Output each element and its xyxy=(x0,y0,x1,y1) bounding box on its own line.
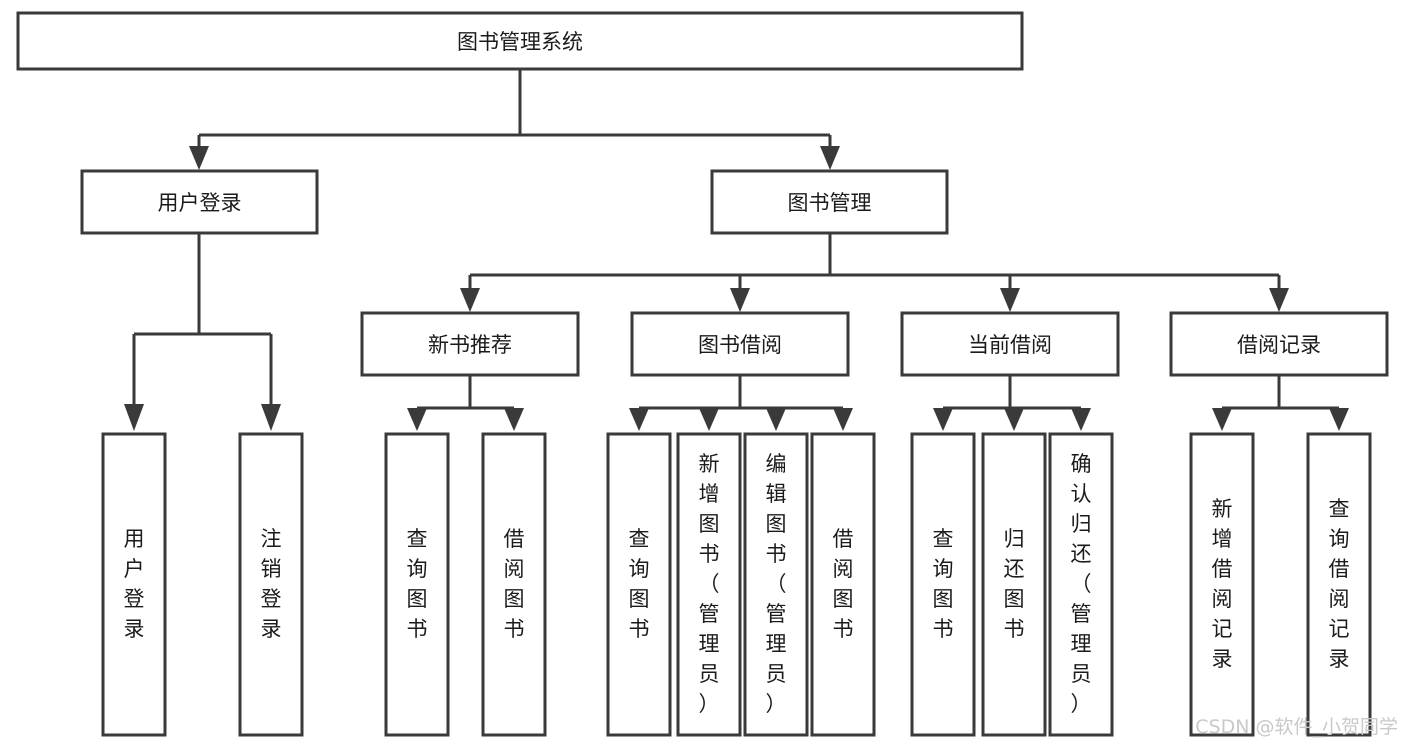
node-leaf-borrow-book-2-box[interactable] xyxy=(810,432,876,737)
node-leaf-query-book-2-label: 查询图书 xyxy=(629,527,650,641)
node-user-login[interactable]: 用户登录 xyxy=(80,169,319,235)
arrow-newbook-leaf1 xyxy=(407,408,427,431)
node-leaf-query-borrow-record[interactable]: 查询借阅记录 xyxy=(1306,432,1372,737)
node-leaf-return-book-box[interactable] xyxy=(981,432,1047,737)
node-leaf-borrow-book-1[interactable]: 借阅图书 xyxy=(481,432,547,737)
node-book-borrow-box[interactable] xyxy=(630,311,850,377)
arrow-bookmgmt-c1 xyxy=(460,288,480,312)
node-leaf-add-book-admin[interactable]: 新增图书（管理员） xyxy=(676,432,742,737)
node-leaf-borrow-book-2-label: 借阅图书 xyxy=(833,527,854,641)
node-root-label: 图书管理系统 xyxy=(457,30,583,54)
node-leaf-logout-label: 注销登录 xyxy=(261,527,282,641)
node-book-management-label: 图书管理 xyxy=(788,191,872,215)
node-leaf-logout-box[interactable] xyxy=(238,432,304,737)
node-leaf-add-book-admin-label: 新增图书（管理员） xyxy=(699,452,720,716)
node-current-borrow[interactable]: 当前借阅 xyxy=(900,311,1120,377)
node-leaf-add-book-admin-box[interactable] xyxy=(676,432,742,737)
node-leaf-query-borrow-record-label: 查询借阅记录 xyxy=(1329,497,1350,671)
arrow-borrow-leaf3 xyxy=(766,408,786,431)
arrow-root-to-bookmgmt xyxy=(820,146,840,170)
node-leaf-user-login[interactable]: 用户登录 xyxy=(101,432,167,737)
node-leaf-edit-book-admin[interactable]: 编辑图书（管理员） xyxy=(743,432,809,737)
arrow-newbook-leaf2 xyxy=(504,408,524,431)
arrow-record-leaf1 xyxy=(1212,408,1232,431)
node-leaf-user-login-box[interactable] xyxy=(101,432,167,737)
node-book-borrow-label: 图书借阅 xyxy=(698,333,782,357)
arrow-borrow-leaf1 xyxy=(629,408,649,431)
arrow-bookmgmt-c4 xyxy=(1269,288,1289,312)
node-new-book-recommend[interactable]: 新书推荐 xyxy=(360,311,580,377)
node-current-borrow-label: 当前借阅 xyxy=(968,333,1052,357)
node-leaf-add-borrow-record-box[interactable] xyxy=(1189,432,1255,737)
node-leaf-query-book-3-label: 查询图书 xyxy=(933,527,954,641)
arrow-current-leaf3 xyxy=(1071,408,1091,431)
node-book-borrow[interactable]: 图书借阅 xyxy=(630,311,850,377)
node-borrow-record-box[interactable] xyxy=(1169,311,1389,377)
arrow-bookmgmt-c2 xyxy=(730,288,750,312)
node-leaf-query-book-1-box[interactable] xyxy=(384,432,450,737)
node-leaf-edit-book-admin-label: 编辑图书（管理员） xyxy=(766,452,787,716)
node-leaf-confirm-return-admin-box[interactable] xyxy=(1048,432,1114,737)
node-leaf-edit-book-admin-box[interactable] xyxy=(743,432,809,737)
node-new-book-recommend-label: 新书推荐 xyxy=(428,333,512,357)
node-leaf-borrow-book-1-label: 借阅图书 xyxy=(504,527,525,641)
node-user-login-label: 用户登录 xyxy=(158,191,242,215)
node-leaf-borrow-book-1-box[interactable] xyxy=(481,432,547,737)
node-book-management-box[interactable] xyxy=(710,169,949,235)
node-borrow-record-label: 借阅记录 xyxy=(1237,333,1321,357)
connector-layer xyxy=(124,69,1349,431)
node-leaf-user-login-label: 用户登录 xyxy=(124,527,145,641)
arrow-current-leaf2 xyxy=(1004,408,1024,431)
node-book-management[interactable]: 图书管理 xyxy=(710,169,949,235)
arrow-login-leaf1 xyxy=(124,404,144,431)
node-leaf-return-book[interactable]: 归还图书 xyxy=(981,432,1047,737)
csdn-watermark: CSDN @软件_小贺同学 xyxy=(1195,716,1398,738)
node-leaf-logout[interactable]: 注销登录 xyxy=(238,432,304,737)
arrow-root-to-login xyxy=(189,146,209,170)
node-borrow-record[interactable]: 借阅记录 xyxy=(1169,311,1389,377)
node-leaf-query-book-2-box[interactable] xyxy=(606,432,672,737)
node-leaf-query-book-2[interactable]: 查询图书 xyxy=(606,432,672,737)
node-leaf-confirm-return-admin[interactable]: 确认归还（管理员） xyxy=(1048,432,1114,737)
node-leaf-borrow-book-2[interactable]: 借阅图书 xyxy=(810,432,876,737)
arrow-bookmgmt-c3 xyxy=(1000,288,1020,312)
node-leaf-add-borrow-record-label: 新增借阅记录 xyxy=(1212,497,1233,671)
arrow-record-leaf2 xyxy=(1329,408,1349,431)
arrow-login-leaf2 xyxy=(261,404,281,431)
arrow-borrow-leaf4 xyxy=(833,408,853,431)
node-leaf-add-borrow-record[interactable]: 新增借阅记录 xyxy=(1189,432,1255,737)
node-leaf-query-borrow-record-box[interactable] xyxy=(1306,432,1372,737)
arrow-borrow-leaf2 xyxy=(699,408,719,431)
arrow-current-leaf1 xyxy=(933,408,953,431)
node-leaf-return-book-label: 归还图书 xyxy=(1004,527,1025,641)
node-leaf-query-book-3[interactable]: 查询图书 xyxy=(910,432,976,737)
node-root[interactable]: 图书管理系统 xyxy=(16,11,1024,71)
node-user-login-box[interactable] xyxy=(80,169,319,235)
node-new-book-recommend-box[interactable] xyxy=(360,311,580,377)
node-current-borrow-box[interactable] xyxy=(900,311,1120,377)
node-leaf-confirm-return-admin-label: 确认归还（管理员） xyxy=(1071,452,1092,716)
node-leaf-query-book-3-box[interactable] xyxy=(910,432,976,737)
node-layer: 图书管理系统 用户登录 图书管理 新书推荐 图书借阅 当前 xyxy=(16,11,1389,737)
node-leaf-query-book-1[interactable]: 查询图书 xyxy=(384,432,450,737)
node-leaf-query-book-1-label: 查询图书 xyxy=(407,527,428,641)
node-root-box[interactable] xyxy=(16,11,1024,71)
